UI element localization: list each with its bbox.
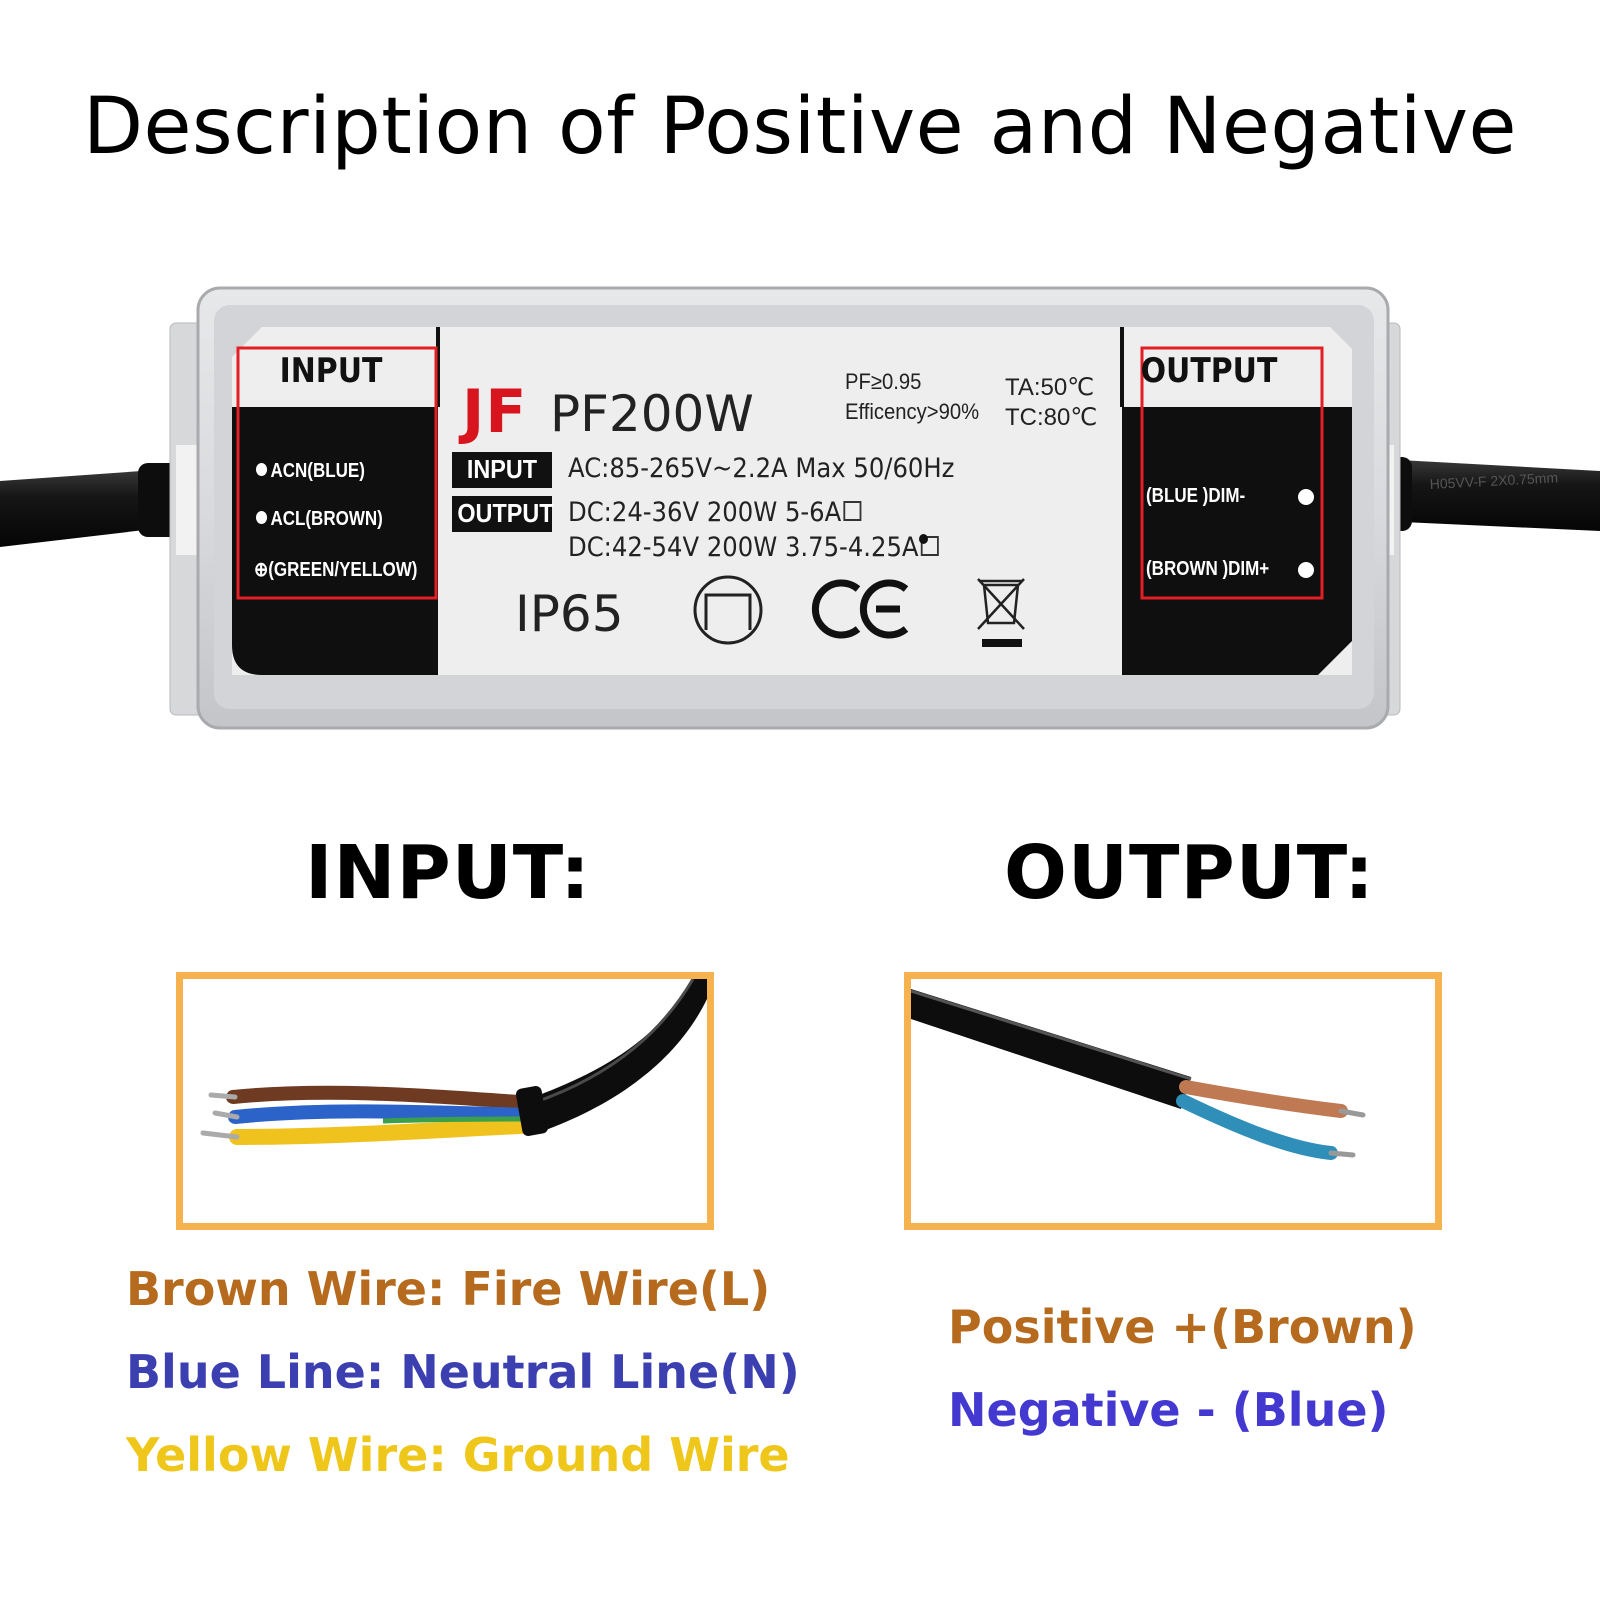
output-section-title: OUTPUT:: [1004, 830, 1375, 916]
page-title: Description of Positive and Negative: [82, 82, 1518, 172]
efficiency: Efficency>90%: [845, 399, 980, 424]
class-rating-icon: [693, 575, 763, 645]
checkbox-checked: [918, 533, 939, 556]
input-section-title: INPUT:: [305, 830, 591, 916]
input-wire-photo: [176, 972, 714, 1230]
input-pin-ground: ⊕(GREEN/YELLOW): [254, 559, 418, 581]
output-terminal-panel: [1122, 407, 1352, 675]
input-spec: AC:85-265V~2.2A Max 50/60Hz: [568, 453, 955, 484]
input-legend-blue: Blue Line: Neutral Line(N): [126, 1345, 800, 1399]
input-terminal-panel: [232, 407, 438, 675]
led-driver-device: H05VV-F 2X0.75mm: [0, 285, 1600, 745]
input-pin-acl: ACL(BROWN): [256, 508, 383, 531]
output-spec-1: DC:24-36V 200W 5-6A: [568, 497, 862, 528]
driver-housing: H05VV-F 2X0.75mm: [0, 286, 1600, 730]
input-pin-acn: ACN(BLUE): [256, 460, 365, 483]
output-highlight-box: [1140, 346, 1324, 600]
output-spec-tag: OUTPUT: [452, 496, 554, 532]
output-legend-negative: Negative - (Blue): [948, 1383, 1389, 1437]
ce-mark-icon: [811, 579, 909, 639]
power-factor: PF≥0.95: [845, 369, 922, 394]
input-highlight-box: [236, 346, 438, 600]
model-number: PF200W: [550, 385, 754, 443]
output-header: OUTPUT: [1140, 351, 1278, 391]
output-pin-dim-plus: (BROWN )DIM+: [1146, 558, 1270, 580]
svg-text:H05VV-F 2X0.75mm: H05VV-F 2X0.75mm: [1429, 469, 1558, 492]
output-wire-photo: [904, 972, 1442, 1230]
two-core-cable-illustration: [911, 989, 1366, 1160]
input-cable: [0, 469, 170, 547]
case-temp: TC:80℃: [1005, 404, 1098, 431]
weee-bin-icon: [977, 578, 1025, 647]
output-legend-positive: Positive +(Brown): [948, 1300, 1417, 1354]
three-core-cable-illustration: [200, 979, 707, 1145]
brand-logo: JF: [462, 377, 528, 447]
ip-rating: IP65: [515, 585, 624, 643]
ambient-temp: TA:50℃: [1005, 374, 1095, 401]
terminal-dot: [256, 463, 268, 477]
input-header: INPUT: [279, 351, 383, 391]
earth-ground-icon: ⊕: [254, 559, 269, 581]
checkbox-empty: [843, 500, 862, 521]
input-spec-tag: INPUT: [452, 452, 552, 488]
terminal-dot: [256, 511, 268, 525]
input-legend-brown: Brown Wire: Fire Wire(L): [126, 1262, 771, 1316]
output-cable: [1380, 459, 1600, 531]
output-spec-2: DC:42-54V 200W 3.75-4.25A: [568, 532, 939, 563]
input-legend-yellow: Yellow Wire: Ground Wire: [126, 1428, 790, 1482]
output-pin-dim-minus: (BLUE )DIM-: [1146, 485, 1246, 507]
